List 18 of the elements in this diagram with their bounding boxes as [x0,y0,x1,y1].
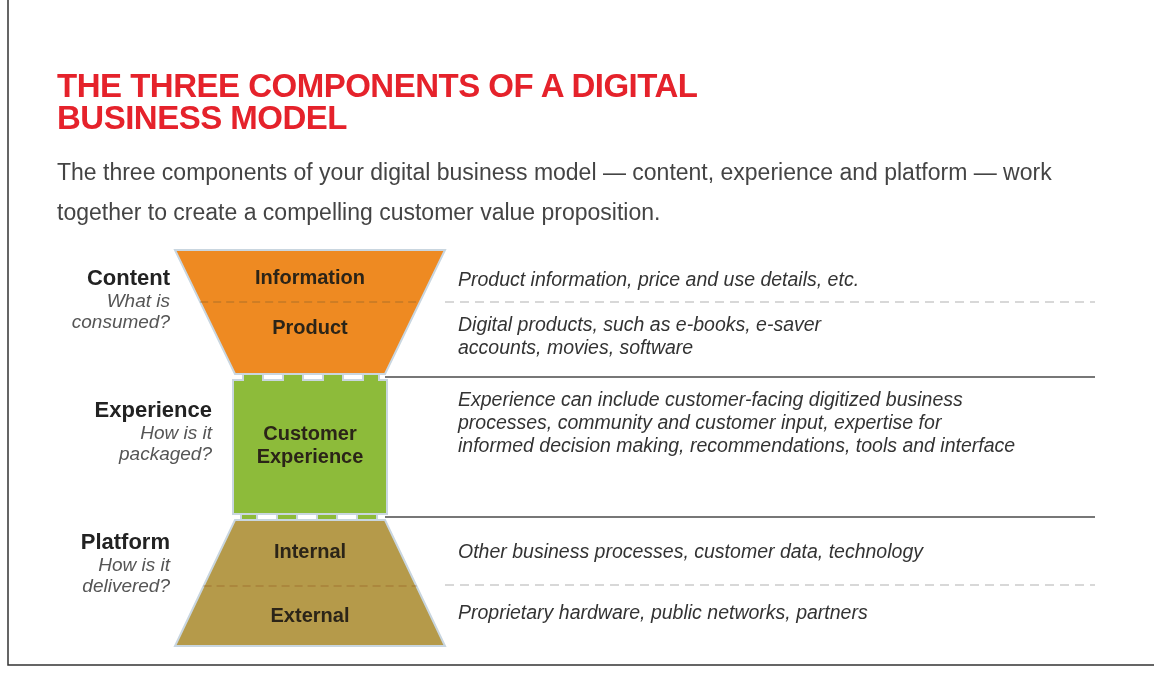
description-text: Other business processes, customer data, technology [458,540,925,563]
component-question: How is it packaged? [117,422,212,464]
component-question: What is consumed? [70,290,170,332]
segment-label: Information [254,266,366,289]
component-heading: Content [85,266,170,290]
title: THE THREE COMPONENTS OF A DIGITAL BUSINESS MODEL [57,70,698,134]
description-text: Proprietary hardware, public networks, partners [458,601,869,624]
segment-label: Internal [272,540,348,563]
component-heading: Experience [94,398,212,422]
segment-label: External [269,604,351,627]
subtitle: The three components of your digital business model — content, experience and platform — work together to create a compelling customer value proposition. [57,158,1053,227]
description-text: Experience can include customer-facing digitized business processes, community and customer input, expertise for informed decision making, recommendations, tools and interface [458,388,1017,457]
segment-label: Customer Experience [255,422,365,468]
component-question: How is it delivered? [81,554,170,596]
segment-label: Product [271,316,349,339]
description-text: Digital products, such as e-books, e-saver accounts, movies, software [458,313,823,359]
component-heading: Platform [79,530,170,554]
description-text: Product information, price and use details, etc. [458,268,861,291]
